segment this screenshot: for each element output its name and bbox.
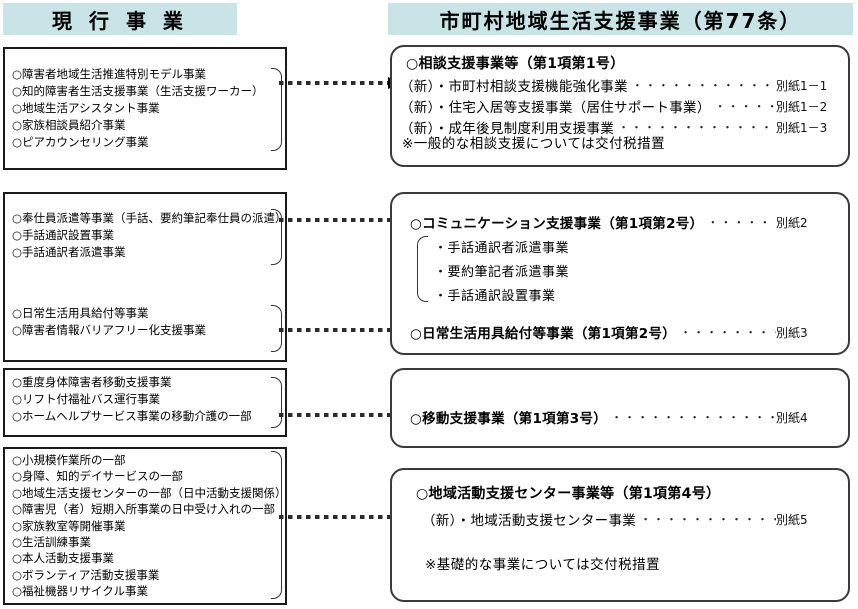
dot-leader: ・・・・・・・・・・・・・・・ [707, 216, 776, 229]
sub-program-item: ・手話通訳設置事業 [434, 289, 556, 304]
sub-program-item: ・要約筆記者派遣事業 [434, 265, 570, 280]
section-title: ○地域活動支援センター事業等（第1項第4号） [416, 486, 721, 502]
tax-note: ※一般的な相談支援については交付税措置 [402, 136, 666, 152]
program-label: （新）・地域活動支援センター事業 [422, 513, 637, 529]
arrow-dots [279, 413, 391, 417]
program-item: ○ホームヘルプサービス事業の移動介護の一部 [12, 409, 252, 423]
program-label: （新）・市町村相談支援機能強化事業 [400, 79, 628, 95]
dotted-arrow [279, 409, 404, 421]
dot-leader: ・・・・・・・・・・・・・・・・・・・・ [714, 100, 776, 113]
program-row: （新）・市町村相談支援機能強化事業 ・・・・・・・・・・・・・・・・・・・・・・… [400, 76, 840, 96]
left-box-communication-daily-programs: ○奉仕員派遣等事業（手話、要約筆記奉仕員の派遣） ○手話通訳設置事業 ○手話通訳… [3, 192, 287, 362]
arrow-dots [279, 81, 388, 85]
program-item: ○障害児（者）短期入所事業の日中受け入れの一部 [12, 502, 276, 517]
dot-leader: ・・・・・・・・・・・・・・・ [680, 326, 776, 339]
program-label: ○移動支援事業（第1項第3号） [410, 411, 608, 427]
group-bracket [271, 451, 282, 599]
program-item: ○本人活動支援事業 [12, 551, 115, 566]
program-item: ○家族相談員紹介事業 [12, 118, 126, 132]
right-box-communication-support: ○コミュニケーション支援事業（第1項第2号） ・・・・・・・・・・・・・・・ 別… [390, 192, 850, 355]
program-item: ○手話通訳設置事業 [12, 228, 115, 242]
left-box-current-consultation-programs: ○障害者地域生活推進特別モデル事業 ○知的障害者生活支援事業（生活支援ワーカー）… [3, 47, 287, 170]
program-item: ○ボランティア活動支援事業 [12, 567, 160, 582]
sub-group-bracket [417, 236, 428, 302]
dot-leader: ・・・・・・・・・・・・・・・・・・・・・ [640, 513, 776, 526]
program-item: ○手話通訳者派遣事業 [12, 245, 126, 259]
attachment-ref: 別紙3 [776, 325, 808, 340]
program-item: ○知的障害者生活支援事業（生活支援ワーカー） [12, 84, 264, 98]
attachment-ref: 別紙1－3 [776, 120, 828, 135]
program-row: ○日常生活用具給付等事業（第1項第2号） ・・・・・・・・・・・・・・・ 別紙3 [410, 323, 840, 343]
section-title: ○相談支援事業等（第1項第1号） [406, 56, 625, 72]
program-item: ○小規模作業所の一部 [12, 453, 126, 467]
arrow-dots [279, 515, 408, 519]
attachment-ref: 別紙5 [776, 512, 808, 527]
dot-leader: ・・・・・・・・・・・・・・・・・・・・・・・・・・・・ [631, 79, 776, 92]
program-item: ○重度身体障害者移動支援事業 [12, 375, 172, 389]
program-item: ○奉仕員派遣等事業（手話、要約筆記奉仕員の派遣） [12, 211, 287, 225]
program-label: （新）・成年後見制度利用支援事業 [400, 121, 615, 137]
dotted-arrow [279, 214, 404, 226]
program-item: ○家族教室等開催事業 [12, 518, 126, 533]
program-item: ○身障、知的デイサービスの一部 [12, 469, 184, 484]
program-row: （新）・住宅入居等支援事業（居住サポート事業） ・・・・・・・・・・・・・・・・… [400, 97, 840, 117]
arrow-dots [279, 328, 391, 332]
program-label: ○コミュニケーション支援事業（第1項第2号） [410, 216, 704, 232]
arrow-dots [279, 218, 391, 222]
program-item: ○ピアカウンセリング事業 [12, 135, 149, 149]
right-column-header: 市町村地域生活支援事業（第77条） [388, 3, 853, 35]
program-item: ○日常生活用具給付等事業 [12, 306, 149, 320]
program-row: ○移動支援事業（第1項第3号） ・・・・・・・・・・・・・・・・・・・・・・・・… [410, 408, 840, 428]
dot-leader: ・・・・・・・・・・・・・・・・・・・・・・・・・・ [618, 121, 776, 134]
left-column-header: 現 行 事 業 [3, 3, 237, 35]
sub-program-item: ・手話通訳者派遣事業 [434, 241, 570, 256]
program-item: ○生活訓練事業 [12, 535, 92, 550]
program-row: （新）・地域活動支援センター事業 ・・・・・・・・・・・・・・・・・・・・・ 別… [422, 510, 840, 530]
attachment-ref: 別紙2 [776, 215, 808, 230]
program-label: ○日常生活用具給付等事業（第1項第2号） [410, 326, 677, 342]
attachment-ref: 別紙1－2 [776, 99, 828, 114]
tax-note: ※基礎的な事業については交付税措置 [425, 557, 661, 573]
program-item: ○地域生活アシスタント事業 [12, 101, 160, 115]
right-box-mobility-support: ○移動支援事業（第1項第3号） ・・・・・・・・・・・・・・・・・・・・・・・・… [390, 368, 850, 448]
left-box-community-activity-programs: ○小規模作業所の一部 ○身障、知的デイサービスの一部 ○地域生活支援センターの一… [3, 447, 287, 605]
dotted-arrow [279, 324, 404, 336]
right-box-consultation-support: ○相談支援事業等（第1項第1号） （新）・市町村相談支援機能強化事業 ・・・・・… [390, 45, 850, 167]
dotted-arrow [279, 77, 401, 89]
program-item: ○リフト付福祉バス運行事業 [12, 392, 161, 406]
left-header-label: 現 行 事 業 [52, 8, 188, 33]
right-box-community-activity-center: ○地域活動支援センター事業等（第1項第4号） （新）・地域活動支援センター事業 … [390, 468, 850, 602]
dot-leader: ・・・・・・・・・・・・・・・・・・・・・・・・ [611, 411, 776, 424]
attachment-ref: 別紙4 [776, 410, 808, 425]
attachment-ref: 別紙1－1 [776, 78, 828, 93]
program-row: （新）・成年後見制度利用支援事業 ・・・・・・・・・・・・・・・・・・・・・・・… [400, 118, 840, 138]
right-header-label: 市町村地域生活支援事業（第77条） [439, 8, 802, 33]
program-row: ○コミュニケーション支援事業（第1項第2号） ・・・・・・・・・・・・・・・ 別… [410, 213, 840, 233]
program-item: ○障害者情報バリアフリー化支援事業 [12, 323, 207, 337]
left-box-mobility-programs: ○重度身体障害者移動支援事業 ○リフト付福祉バス運行事業 ○ホームヘルプサービス… [3, 368, 287, 437]
program-item: ○福祉機器リサイクル事業 [12, 584, 148, 599]
program-item: ○地域生活支援センターの一部（日中活動支援関係） [12, 485, 287, 500]
program-label: （新）・住宅入居等支援事業（居住サポート事業） [400, 100, 711, 116]
program-item: ○障害者地域生活推進特別モデル事業 [12, 67, 207, 81]
